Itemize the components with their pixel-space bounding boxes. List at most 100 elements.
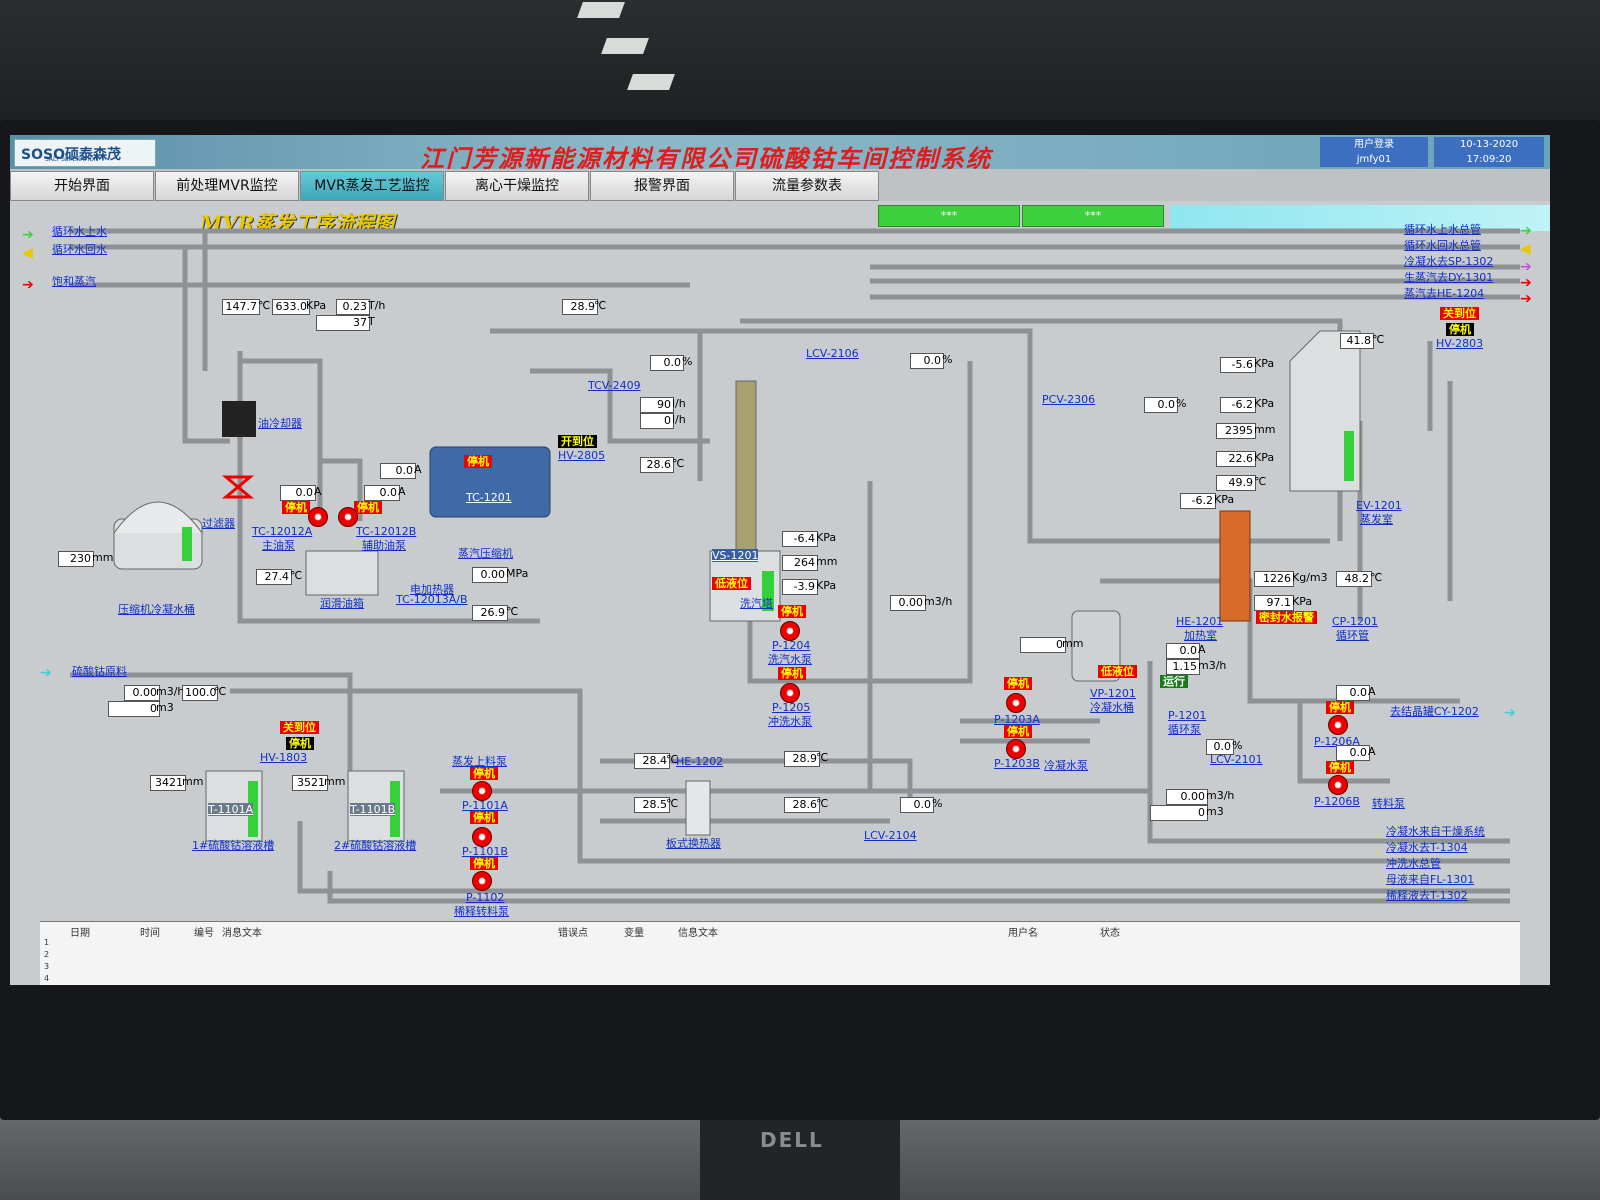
unit: l/h	[672, 397, 686, 410]
pipe	[70, 672, 353, 781]
table-row[interactable]: 3	[44, 962, 50, 971]
hv2805-tag[interactable]: HV-2805	[558, 449, 606, 462]
lcv2106-tag[interactable]: LCV-2106	[806, 347, 859, 360]
table-row[interactable]: 4	[44, 974, 50, 983]
p1101b-tag[interactable]: P-1101B	[462, 845, 508, 858]
lcv2104-pct: 0.0	[900, 797, 934, 813]
compressor-status: 停机	[464, 455, 492, 468]
table-row[interactable]: 1	[44, 938, 50, 947]
pump-icon[interactable]	[472, 871, 492, 891]
pump-icon[interactable]	[1328, 775, 1348, 795]
p1203a-status: 停机	[1004, 677, 1032, 690]
col-variable: 变量	[624, 928, 644, 939]
tab-centrifuge[interactable]: 离心干燥监控	[445, 171, 589, 201]
pump-icon[interactable]	[1006, 693, 1026, 713]
tab-home[interactable]: 开始界面	[10, 171, 154, 201]
ceiling-light	[627, 74, 675, 90]
oil-cooler-label[interactable]: 油冷却器	[258, 417, 302, 430]
p1206a-tag[interactable]: P-1206A	[1314, 735, 1360, 748]
vs-p2: -3.9	[782, 579, 818, 595]
cp-temp: 48.2	[1336, 571, 1372, 587]
unit: m3	[156, 701, 174, 714]
vp-level: 0	[1020, 637, 1066, 653]
unit: A	[414, 463, 422, 476]
logo-text: SOSO硕泰森茂	[21, 147, 121, 163]
tab-pretreat-mvr[interactable]: 前处理MVR监控	[155, 171, 299, 201]
unit: mm	[816, 555, 838, 568]
vp1201-tag[interactable]: VP-1201	[1090, 687, 1136, 700]
unit: %	[1232, 739, 1243, 752]
level-bar	[182, 527, 192, 561]
filter-label[interactable]: 过滤器	[202, 517, 235, 530]
p1201-flow: 1.15	[1166, 659, 1200, 675]
datetime: 10-13-2020 17:09:20	[1434, 137, 1544, 167]
oil-a-current: 0.0	[280, 485, 316, 501]
tab-alarms[interactable]: 报警界面	[590, 171, 734, 201]
hv2803-tag[interactable]: HV-2803	[1436, 337, 1484, 350]
lcv2104-tag[interactable]: LCV-2104	[864, 829, 917, 842]
pipe	[1297, 701, 1390, 784]
pump-icon[interactable]	[472, 827, 492, 847]
status-dropdown-1[interactable]: ***	[878, 205, 1020, 227]
unit: m3/h	[156, 685, 185, 698]
he1201-tag[interactable]: HE-1201	[1176, 615, 1224, 628]
he1202-t2: 28.5	[634, 797, 670, 813]
user-login[interactable]: 用户登录 jmfy01	[1320, 137, 1428, 167]
oil-tank-label[interactable]: 润滑油箱	[320, 597, 364, 610]
tank-cool-label[interactable]: 压缩机冷凝水桶	[118, 603, 195, 616]
wash-tower-label[interactable]: 洗汽塔	[740, 597, 773, 610]
col-error: 错误点	[558, 928, 588, 939]
pcv2306-tag[interactable]: PCV-2306	[1042, 393, 1096, 406]
p1102-tag[interactable]: P-1102	[466, 891, 505, 904]
p1204-tag[interactable]: P-1204	[772, 639, 811, 652]
ev-p1: -5.6	[1220, 357, 1256, 373]
hv2803-closed: 关到位	[1440, 307, 1479, 320]
oil-out-temp: 26.9	[472, 605, 508, 621]
comp-current: 0.0	[380, 463, 416, 479]
unit: ℃	[666, 797, 679, 810]
vs1201-tag[interactable]: VS-1201	[712, 549, 759, 562]
p1206b-tag[interactable]: P-1206B	[1314, 795, 1360, 808]
hv1803-tag[interactable]: HV-1803	[260, 751, 308, 764]
pump-icon[interactable]	[780, 683, 800, 703]
pump-icon[interactable]	[338, 507, 358, 527]
heater-label[interactable]: 电加热器	[410, 583, 454, 596]
table-row[interactable]: 2	[44, 950, 50, 959]
pump-icon[interactable]	[1328, 715, 1348, 735]
p1206a-current: 0.0	[1336, 685, 1370, 701]
plate-hx-label[interactable]: 板式换热器	[666, 837, 721, 850]
steam-total: 37	[316, 315, 370, 331]
user-label: 用户登录	[1354, 139, 1394, 150]
he1202-tag[interactable]: HE-1202	[676, 755, 724, 768]
cp1201-tag[interactable]: CP-1201	[1332, 615, 1379, 628]
t1101b-level: 3521	[292, 775, 328, 791]
tab-mvr-evap[interactable]: MVR蒸发工艺监控	[300, 171, 444, 201]
ev1201-tag[interactable]: EV-1201	[1356, 499, 1402, 512]
p1205-tag[interactable]: P-1205	[772, 701, 811, 714]
status-dropdown-2[interactable]: ***	[1022, 205, 1164, 227]
p1101a-tag[interactable]: P-1101A	[462, 799, 508, 812]
p1201-tag[interactable]: P-1201	[1168, 709, 1207, 722]
pump-icon[interactable]	[472, 781, 492, 801]
col-time: 时间	[140, 928, 160, 939]
t1101a-tag[interactable]: T-1101A	[208, 803, 254, 816]
tc12012b-tag[interactable]: TC-12012B	[356, 525, 417, 538]
p1203a-tag[interactable]: P-1203A	[994, 713, 1040, 726]
pump-icon[interactable]	[780, 621, 800, 641]
tab-flow-params[interactable]: 流量参数表	[735, 171, 879, 201]
tc1201-tag[interactable]: TC-1201	[466, 491, 512, 504]
he1201-heater	[1219, 510, 1251, 622]
tc12012a-tag[interactable]: TC-12012A	[252, 525, 313, 538]
p1203b-tag[interactable]: P-1203B	[994, 757, 1040, 770]
pump-icon[interactable]	[308, 507, 328, 527]
pump-icon[interactable]	[1006, 739, 1026, 759]
tcv2409-tag[interactable]: TCV-2409	[588, 379, 641, 392]
scada-screen: SOSO硕泰森茂 SALT SEPERATION 江门芳源新能源材料有限公司硫酸…	[10, 135, 1550, 985]
alarm-message-table[interactable]: 日期 时间 编号 消息文本 错误点 变量 信息文本 用户名 状态 1 2 3 4	[40, 921, 1520, 985]
unit: KPa	[1254, 451, 1275, 464]
compressor-label[interactable]: 蒸汽压缩机	[458, 547, 513, 560]
unit: KPa	[816, 531, 837, 544]
lcv2101-tag[interactable]: LCV-2101	[1210, 753, 1263, 766]
arrow-right-icon: ➔	[1520, 223, 1532, 239]
t1101b-tag[interactable]: T-1101B	[350, 803, 396, 816]
